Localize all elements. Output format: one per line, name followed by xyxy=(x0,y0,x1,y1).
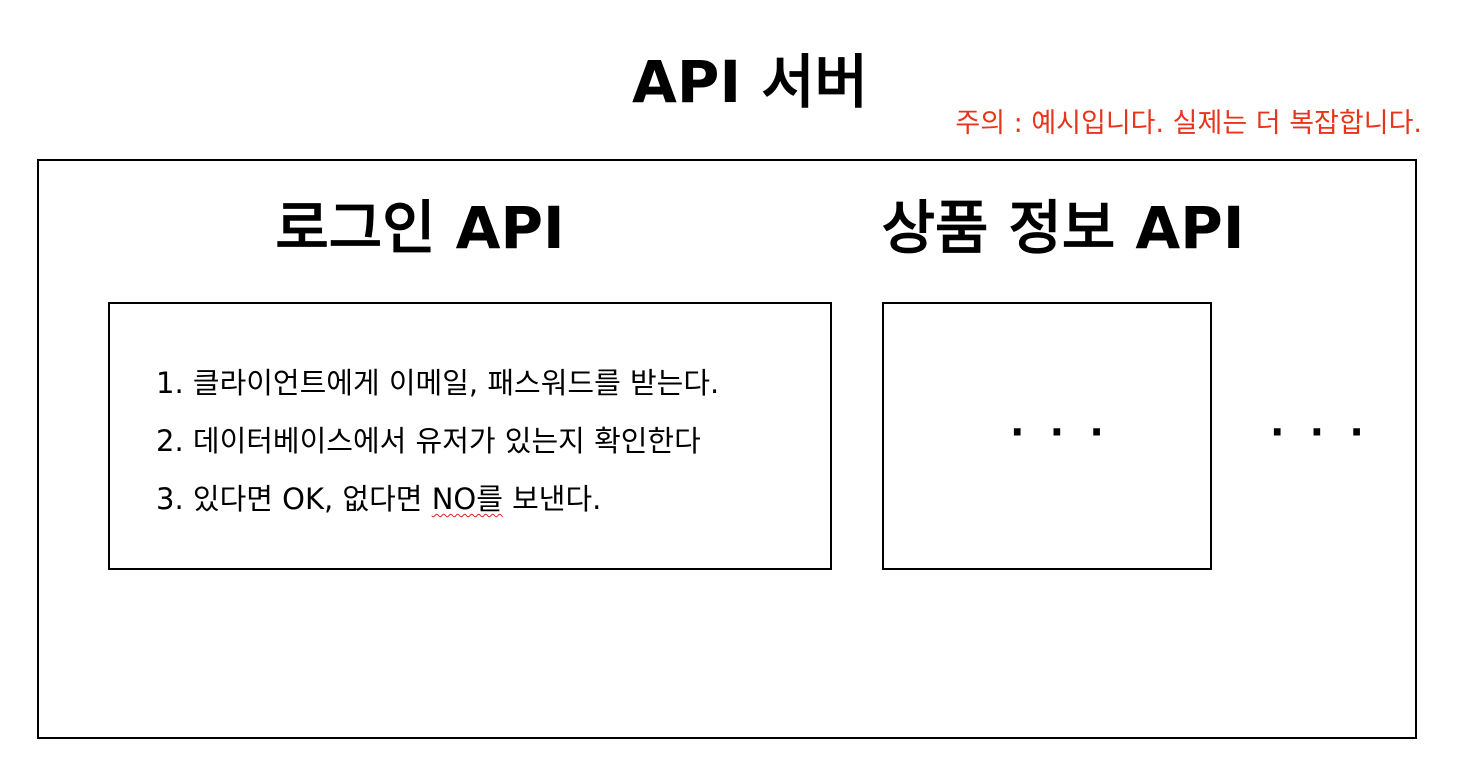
product-api-title: 상품 정보 API xyxy=(881,194,1245,262)
page-title: API 서버 xyxy=(632,48,868,116)
more-apis-ellipsis: · · · xyxy=(1270,410,1370,454)
warning-note: 주의 : 예시입니다. 실제는 더 복잡합니다. xyxy=(955,108,1422,139)
spellcheck-flagged-word: NO를 xyxy=(431,482,503,516)
login-step-1: 1. 클라이언트에게 이메일, 패스워드를 받는다. xyxy=(156,366,720,400)
login-steps-list: 1. 클라이언트에게 이메일, 패스워드를 받는다. 2. 데이터베이스에서 유… xyxy=(156,354,719,528)
login-step-3-text: 3. 있다면 OK, 없다면 xyxy=(156,482,432,516)
login-api-title: 로그인 API xyxy=(275,194,565,262)
login-step-2: 2. 데이터베이스에서 유저가 있는지 확인한다 xyxy=(156,424,701,458)
login-step-3-tail: 보낸다. xyxy=(502,482,602,516)
product-api-ellipsis: · · · xyxy=(1010,410,1110,454)
login-api-box xyxy=(108,302,832,570)
api-server-box xyxy=(37,159,1417,739)
product-api-box xyxy=(882,302,1212,570)
login-step-3: 3. 있다면 OK, 없다면 NO를 보낸다. xyxy=(156,470,719,528)
